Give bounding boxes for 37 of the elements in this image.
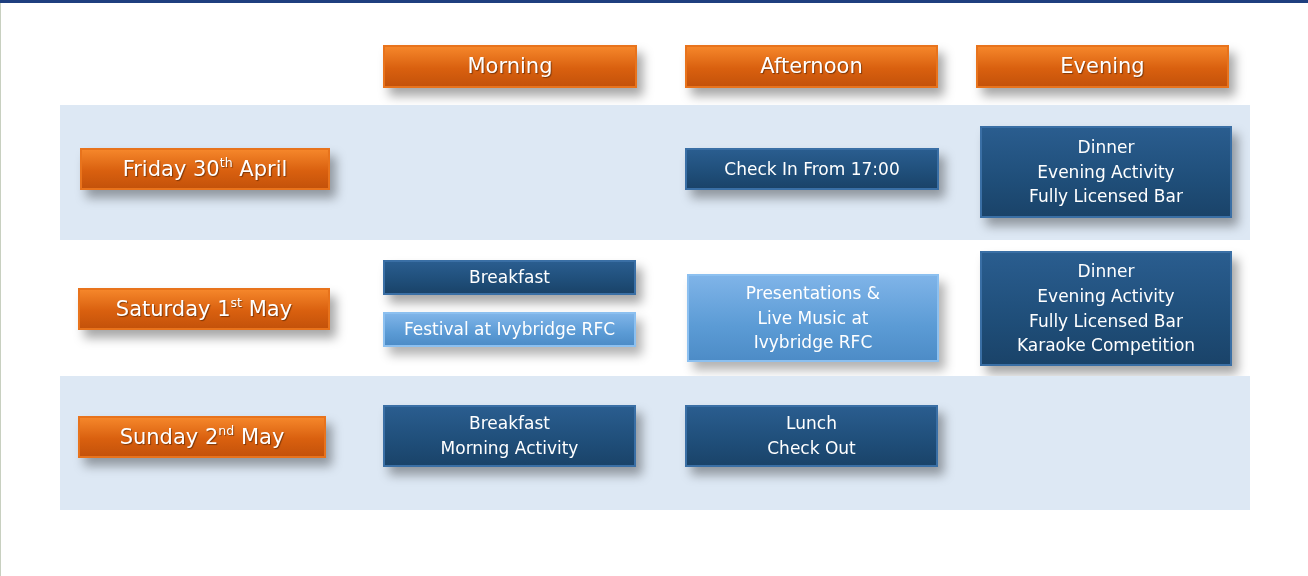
activity-text: Evening Activity — [1037, 160, 1175, 184]
activity-text: Dinner — [1077, 260, 1135, 284]
activity-text: Morning Activity — [440, 437, 579, 460]
header-text: Evening — [1060, 53, 1145, 81]
activity-box — [685, 405, 938, 467]
day-text: Saturday 1$^{st}$ May — [115, 293, 293, 323]
column-header — [383, 45, 637, 88]
activity-box — [980, 126, 1232, 218]
day-label — [78, 416, 326, 458]
column-header — [976, 45, 1229, 88]
activity-text: Check In From 17:00 — [724, 157, 900, 181]
header-text: Morning — [467, 53, 553, 81]
activity-text: Breakfast — [469, 266, 550, 290]
day-label — [80, 148, 330, 190]
column-header — [685, 45, 938, 88]
activity-text: Presentations & Live Music at Ivybridge RFC — [744, 282, 882, 355]
header-text: Afternoon — [760, 53, 863, 81]
activity-box — [980, 251, 1232, 366]
activity-text: Lunch — [786, 412, 837, 436]
row-band — [60, 376, 1250, 510]
activity-text: Festival at Ivybridge RFC — [403, 318, 616, 342]
activity-text: Fully Licensed Bar — [1029, 309, 1183, 333]
activity-text: Fully Licensed Bar — [1029, 185, 1183, 209]
activity-text: Check Out — [767, 437, 856, 460]
row-band — [60, 105, 1250, 240]
activity-text: Evening Activity — [1037, 284, 1175, 308]
activity-box — [687, 274, 939, 362]
day-text: Sunday 2$^{nd}$ May — [119, 421, 285, 451]
day-label — [78, 288, 330, 330]
day-text: Friday 30$^{th}$ April — [122, 153, 288, 183]
activity-box — [685, 148, 939, 190]
activity-text: Dinner — [1077, 136, 1135, 160]
activity-box — [383, 312, 636, 347]
activity-box — [383, 260, 636, 295]
activity-text: Karaoke Competition — [1016, 334, 1196, 358]
activity-text: Breakfast — [469, 412, 550, 436]
activity-box — [383, 405, 636, 467]
